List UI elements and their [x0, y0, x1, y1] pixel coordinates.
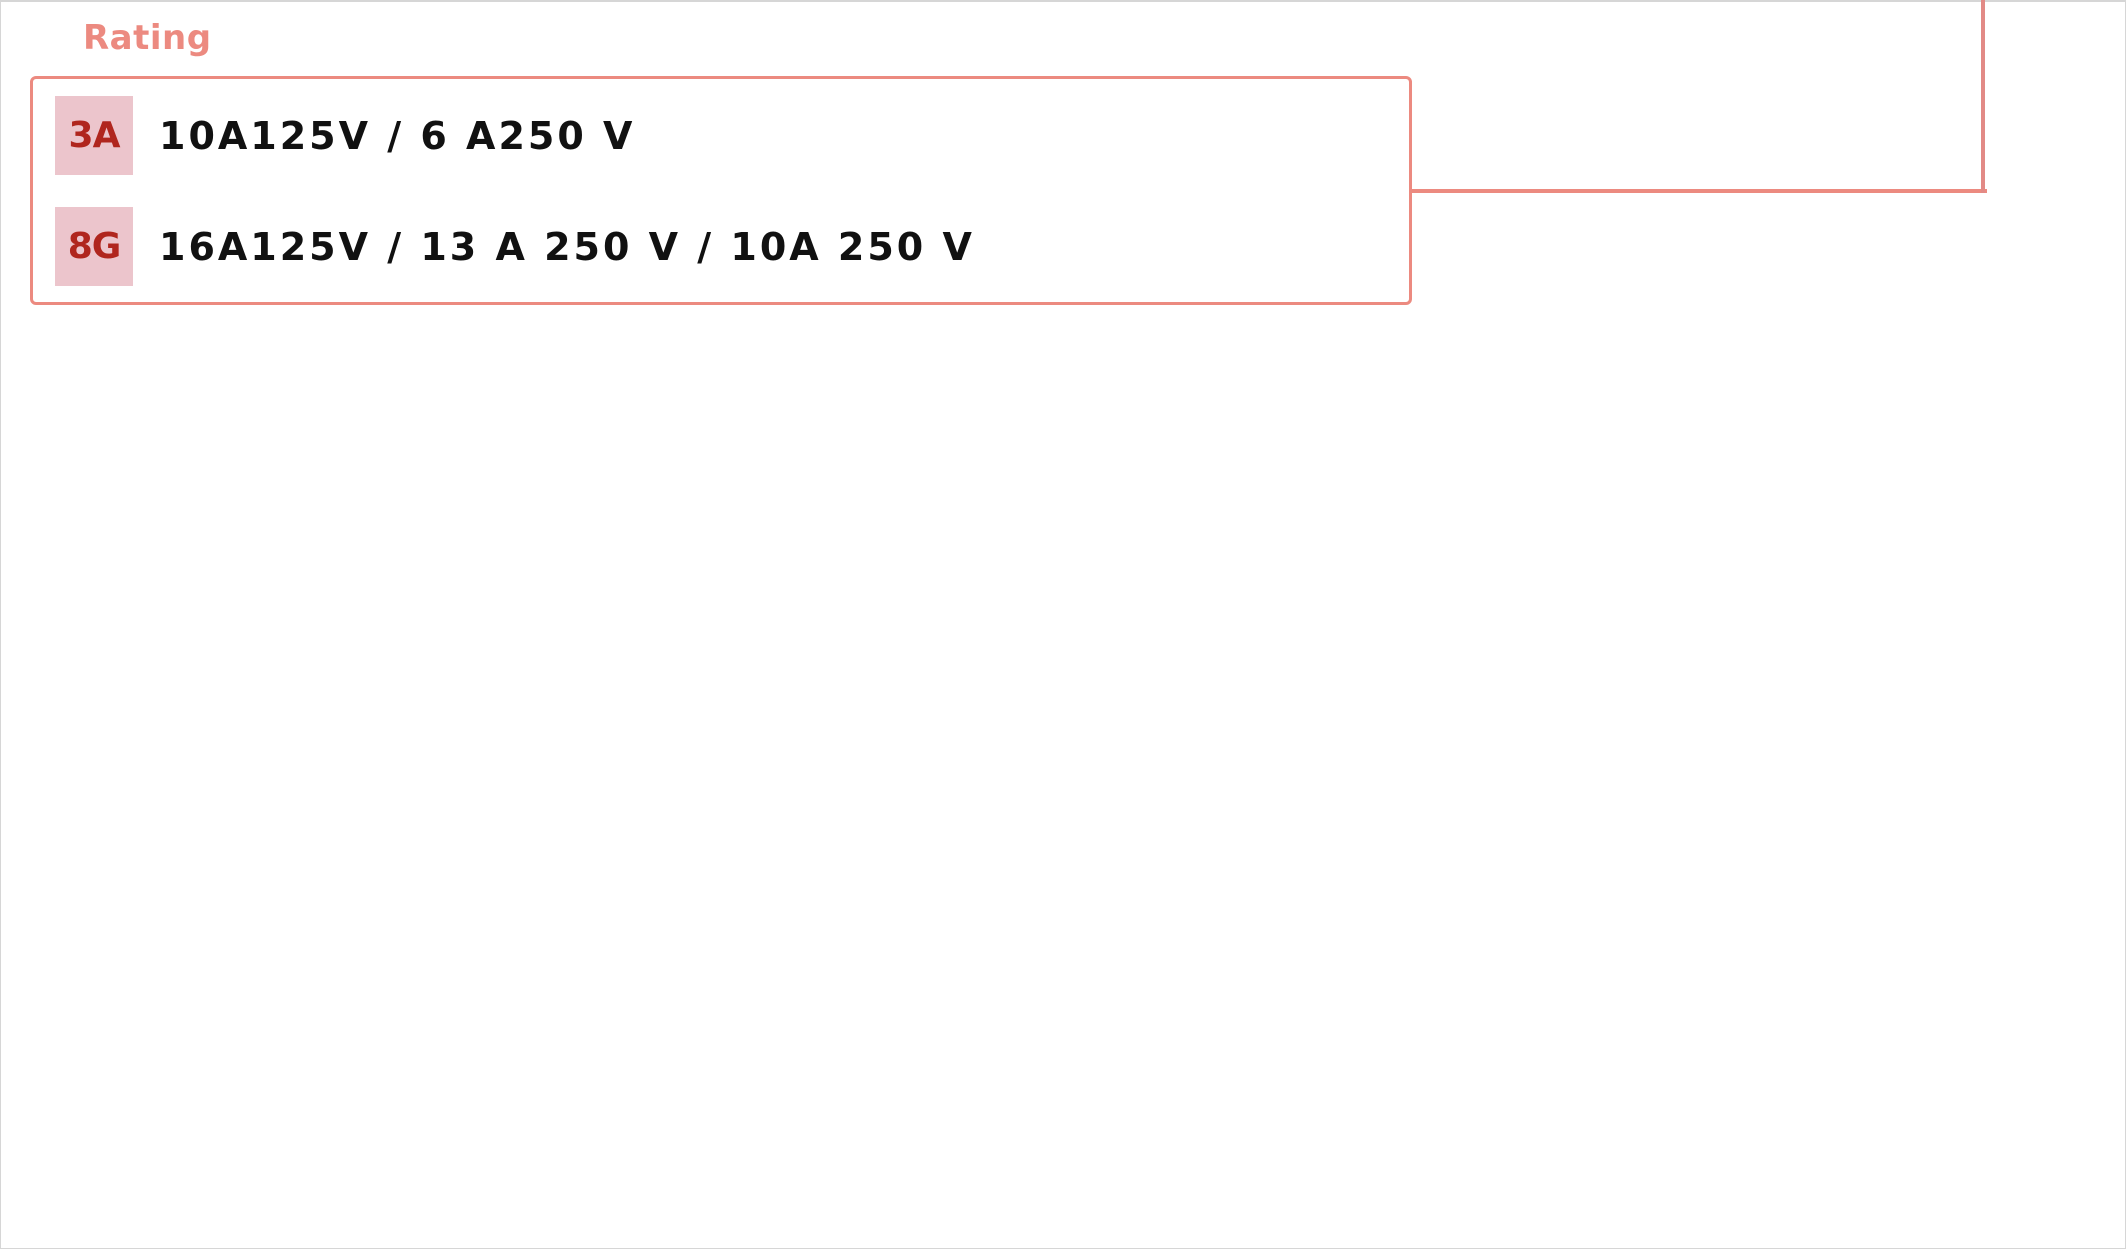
rating-box: 3A 10A125V / 6 A250 V 8G 16A125V / 13 A … — [30, 76, 1412, 305]
connector-line-horizontal — [1412, 189, 1987, 193]
rating-spec: 10A125V / 6 A250 V — [159, 113, 636, 158]
rating-code-badge: 8G — [55, 207, 133, 286]
rating-row: 3A 10A125V / 6 A250 V — [55, 96, 635, 175]
rating-title: Rating — [83, 18, 212, 58]
rating-code-badge: 3A — [55, 96, 133, 175]
rating-spec: 16A125V / 13 A 250 V / 10A 250 V — [159, 224, 975, 269]
rating-row: 8G 16A125V / 13 A 250 V / 10A 250 V — [55, 207, 975, 286]
connector-line-vertical — [1981, 0, 1985, 193]
